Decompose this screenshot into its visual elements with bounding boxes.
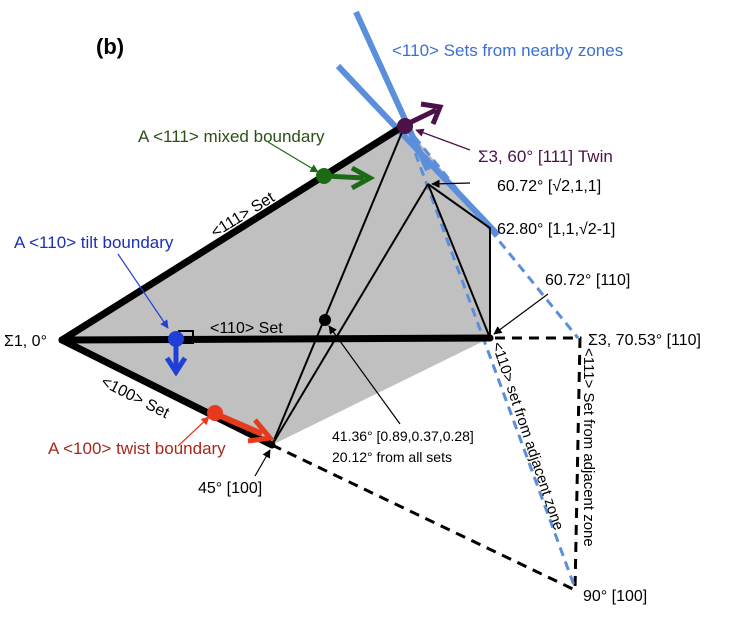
adjacent-zone-outline	[271, 336, 582, 593]
twin-point	[397, 118, 413, 134]
twist-boundary-arrowhead	[247, 418, 275, 444]
set-110-edge	[58, 334, 494, 344]
panel-label: (b)	[96, 34, 124, 59]
twist-leader	[177, 416, 210, 447]
inner-line-3	[271, 124, 406, 446]
inner-line-2	[427, 183, 491, 339]
set-111-edge	[58, 121, 409, 344]
twist-boundary-arrow	[214, 411, 264, 437]
p62-80-label: 62.80° [1,1,√2-1]	[497, 221, 615, 238]
sigma1-label: Σ1, 0°	[4, 333, 47, 350]
twin-leader	[415, 128, 471, 151]
zone-thin-outline	[427, 183, 491, 338]
twist-boundary-point	[207, 405, 223, 421]
p60-v2-label: 60.72° [√2,1,1]	[497, 178, 601, 195]
twin-label: Σ3, 60° [111] Twin	[478, 147, 613, 166]
p60-110-label: 60.72° [110]	[545, 272, 630, 289]
nearby-110-set-line-3	[403, 124, 580, 339]
twin-arrowhead	[420, 101, 444, 125]
mixed-boundary-label: A <111> mixed boundary	[138, 127, 325, 146]
center-label-line2: 20.12° from all sets	[332, 449, 452, 465]
center-leader	[328, 325, 401, 425]
mixed-boundary-point	[316, 168, 332, 184]
p60v2-leader	[431, 179, 471, 188]
inner-line-1	[271, 183, 429, 446]
mixed-boundary-arrowhead	[350, 165, 376, 191]
twist-boundary-label: A <100> twist boundary	[48, 439, 226, 458]
mixed-boundary-arrow	[325, 173, 365, 181]
p90-label: 90° [100]	[583, 588, 647, 605]
tilt-boundary-label: A <110> tilt boundary	[14, 233, 174, 252]
center-point	[319, 314, 331, 326]
tilt-boundary-point	[168, 331, 184, 347]
mixed-leader	[267, 141, 319, 173]
set-100-edge	[58, 336, 276, 449]
adjacent-111-set-label: <111> Set from adjacent zone	[580, 348, 597, 547]
sigma3-70-label: Σ3, 70.53° [110]	[588, 332, 701, 349]
p45-label: 45° [100]	[198, 480, 262, 497]
p60-110-leader	[493, 293, 549, 335]
center-label-line1: 41.36° [0.89,0.37,0.28]	[332, 428, 474, 444]
set-110-label: <110> Set	[210, 320, 283, 337]
adjacent-110-set-line	[403, 124, 577, 589]
p45-leader	[254, 449, 271, 477]
tilt-leader	[117, 253, 169, 329]
nearby-110-set-line-1	[353, 10, 431, 172]
adjacent-110-set-label: <110> set from adjacent zone	[488, 340, 567, 533]
nearby-sets-label: <110> Sets from nearby zones	[392, 41, 623, 60]
tilt-boundary-arrowhead	[164, 356, 188, 377]
